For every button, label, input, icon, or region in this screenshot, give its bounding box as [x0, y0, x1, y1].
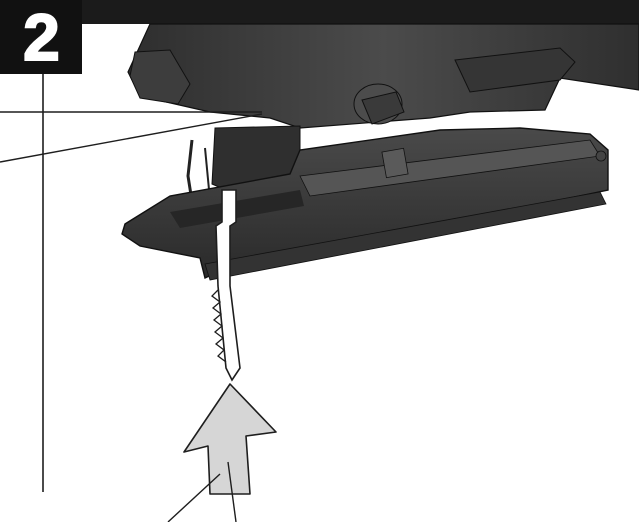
- header-bar: [0, 0, 639, 24]
- step-number: 2: [22, 0, 61, 74]
- jigsaw-icon: [121, 23, 639, 382]
- callout-line-bottom-right: [227, 461, 237, 522]
- callout-line-lower: [0, 113, 263, 163]
- step-number-box: [0, 0, 82, 74]
- up-arrow-icon: [183, 383, 277, 495]
- saw-blade: [215, 189, 241, 382]
- callout-line-bottom-left: [167, 473, 221, 522]
